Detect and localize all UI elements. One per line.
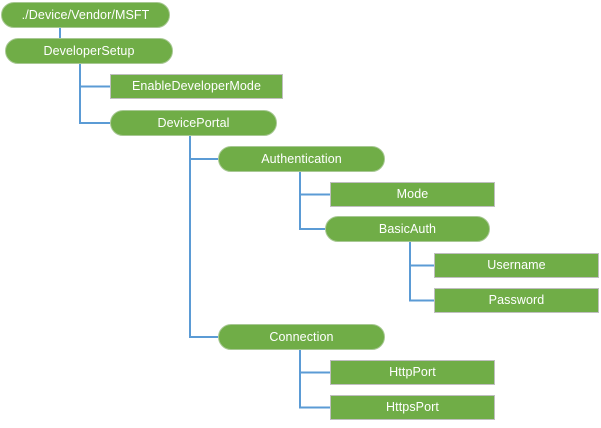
connector-deviceportal-to-connection (189, 136, 218, 338)
tree-node-basicauth[interactable]: BasicAuth (325, 216, 490, 242)
tree-node-root[interactable]: ./Device/Vendor/MSFT (1, 2, 170, 28)
connector-connection-to-httpsport (299, 350, 330, 409)
tree-node-enabledevelopermode[interactable]: EnableDeveloperMode (110, 74, 283, 99)
tree-node-deviceportal[interactable]: DevicePortal (110, 110, 277, 136)
tree-node-label: Password (488, 293, 545, 308)
tree-node-label: Mode (396, 187, 429, 202)
tree-node-label: Username (487, 258, 546, 273)
tree-node-connection[interactable]: Connection (218, 324, 385, 350)
connector-authentication-to-mode (299, 172, 330, 196)
connector-connection-to-httpport (299, 350, 330, 374)
tree-node-label: EnableDeveloperMode (131, 79, 262, 94)
connector-developersetup-to-deviceportal (79, 64, 110, 124)
tree-node-label: HttpsPort (386, 400, 439, 415)
tree-node-label: DeveloperSetup (43, 43, 135, 58)
tree-node-label: DevicePortal (157, 115, 230, 130)
tree-node-authentication[interactable]: Authentication (218, 146, 385, 172)
tree-node-label: HttpPort (389, 365, 436, 380)
tree-node-label: Connection (269, 329, 334, 344)
tree-node-label: BasicAuth (378, 221, 437, 236)
tree-node-label: Authentication (261, 151, 342, 166)
connector-deviceportal-to-authentication (189, 136, 218, 160)
connector-basicauth-to-password (409, 242, 434, 302)
connector-authentication-to-basicauth (299, 172, 325, 230)
tree-node-username[interactable]: Username (434, 253, 599, 278)
tree-node-mode[interactable]: Mode (330, 182, 495, 207)
tree-node-httpport[interactable]: HttpPort (330, 360, 495, 385)
tree-node-label: ./Device/Vendor/MSFT (21, 7, 150, 22)
connector-developersetup-to-enabledevelopermode (79, 64, 110, 88)
connector-basicauth-to-username (409, 242, 434, 267)
tree-node-password[interactable]: Password (434, 288, 599, 313)
tree-node-developersetup[interactable]: DeveloperSetup (5, 38, 173, 64)
tree-node-httpsport[interactable]: HttpsPort (330, 395, 495, 420)
